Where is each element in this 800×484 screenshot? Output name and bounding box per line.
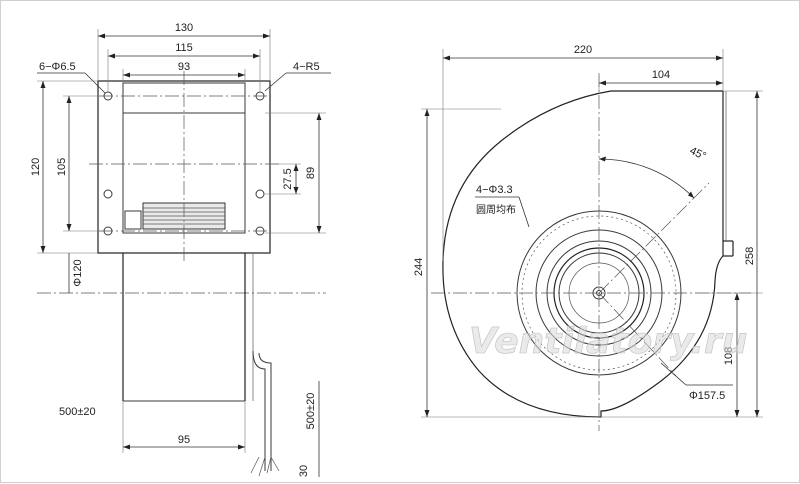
- dim-outlet-width: 93: [178, 61, 190, 73]
- dim-cable-left: 500±20: [59, 406, 96, 418]
- dim-total-width: 220: [574, 44, 592, 56]
- dim-outlet-offset: 104: [652, 69, 670, 81]
- label-holes: 6−Φ6.5: [39, 61, 76, 73]
- dim-housing-dia: Φ120: [72, 259, 84, 286]
- dim-height-overall: 120: [30, 158, 42, 176]
- label-mount-holes: 4−Φ3.3: [476, 184, 513, 196]
- cable: [252, 350, 266, 471]
- side-view: 130 115 93 6−Φ6.5 4−R5 120 105 Φ120: [30, 22, 331, 477]
- dim-housing-depth: 95: [178, 434, 190, 446]
- front-view: 220 104 45° 4−Φ3.3 圆周均布 244: [413, 44, 763, 431]
- dim-cable-end: 30: [298, 465, 310, 477]
- scroll-housing: [442, 90, 724, 418]
- dim-total-height: 244: [413, 258, 425, 276]
- dim-hole-spacing-v: 105: [56, 158, 68, 176]
- dim-width-overall: 130: [175, 22, 193, 34]
- dim-offset: 27.5: [282, 168, 294, 189]
- dim-right-height: 258: [744, 247, 756, 265]
- label-mount-holes-note: 圆周均布: [476, 204, 516, 216]
- watermark: Ventilatory.ru: [469, 321, 747, 362]
- dim-outlet-height: 89: [305, 167, 317, 179]
- label-radius: 4−R5: [293, 61, 320, 73]
- dim-cable-right: 500±20: [305, 393, 317, 430]
- dim-center-height: 108: [723, 347, 735, 365]
- dim-impeller-dia: Φ157.5: [689, 390, 725, 402]
- dim-angle: 45°: [688, 145, 708, 163]
- dim-hole-spacing-h: 115: [175, 42, 193, 54]
